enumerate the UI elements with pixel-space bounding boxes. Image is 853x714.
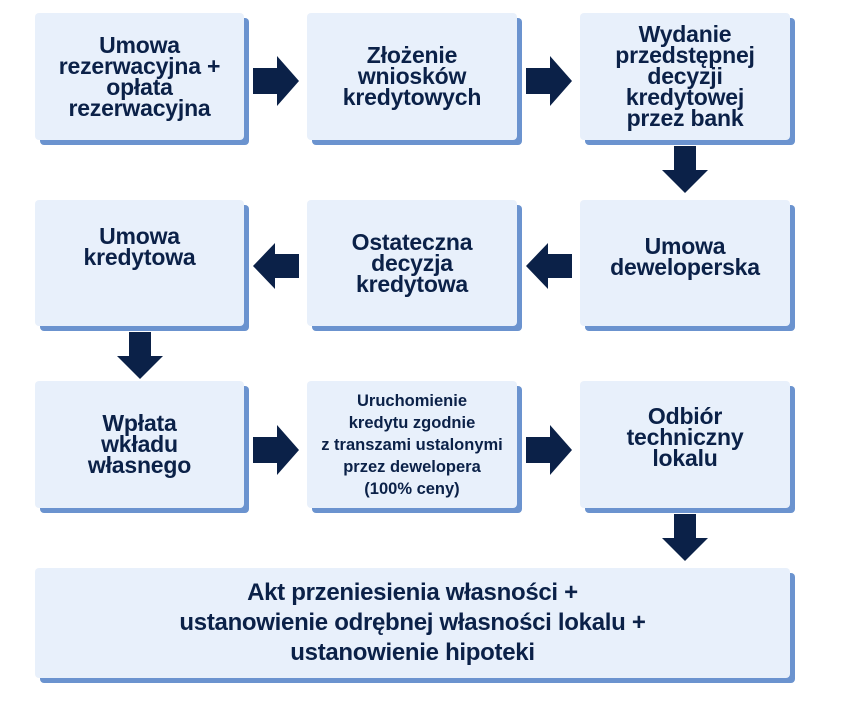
step-1-rezerwacja: Umowa rezerwacyjna + opłata rezerwacyjna: [35, 13, 244, 140]
step-5-label: Ostateczna decyzja kredytowa: [351, 228, 473, 297]
step-10-label: Akt przeniesienia własności + ustanowien…: [179, 579, 646, 666]
arrow-down-icon: [662, 514, 708, 561]
step-9-odbior-techniczny: Odbiór techniczny lokalu: [580, 381, 790, 508]
step-3-decyzja-przedstepna: Wydanie przedstępnej decyzji kredytowej …: [580, 13, 790, 140]
step-7-label: Wpłata wkładu własnego: [87, 410, 192, 478]
step-4-umowa-deweloperska: Umowa deweloperska: [580, 200, 790, 326]
step-4-label: Umowa deweloperska: [610, 233, 760, 280]
step-2-label: Złożenie wniosków kredytowych: [342, 42, 482, 110]
arrow-right-icon: [526, 425, 572, 475]
step-1-label: Umowa rezerwacyjna + opłata rezerwacyjna: [58, 31, 221, 121]
step-8-label: Uruchomienie kredytu zgodnie z transzami…: [321, 391, 503, 498]
arrow-right-icon: [253, 56, 299, 106]
arrow-left-icon: [526, 243, 572, 289]
step-2-wnioski: Złożenie wniosków kredytowych: [307, 13, 517, 140]
step-5-decyzja-ostateczna: Ostateczna decyzja kredytowa: [307, 200, 517, 326]
step-3-label: Wydanie przedstępnej decyzji kredytowej …: [615, 21, 755, 131]
arrow-left-icon: [253, 243, 299, 289]
step-9-label: Odbiór techniczny lokalu: [626, 403, 744, 471]
arrow-right-icon: [253, 425, 299, 475]
step-6-label: Umowa kredytowa: [83, 223, 196, 270]
step-6-umowa-kredytowa: Umowa kredytowa: [35, 200, 244, 326]
arrow-right-icon: [526, 56, 572, 106]
step-8-uruchomienie-kredytu: Uruchomienie kredytu zgodnie z transzami…: [307, 381, 517, 508]
arrow-down-icon: [117, 332, 163, 379]
step-10-akt-notarialny: Akt przeniesienia własności + ustanowien…: [35, 568, 790, 678]
arrow-down-icon: [662, 146, 708, 193]
step-7-wklad-wlasny: Wpłata wkładu własnego: [35, 381, 244, 508]
